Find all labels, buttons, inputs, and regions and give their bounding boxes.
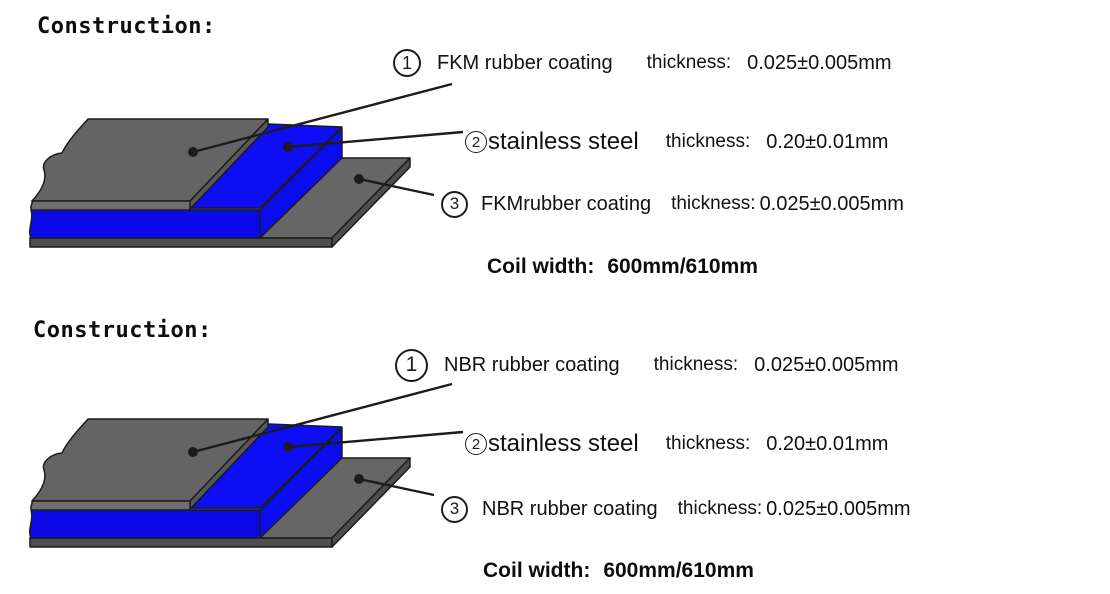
construction-title: Construction: (37, 14, 216, 39)
circled-number-2: 2 (465, 433, 487, 455)
layer-label-top-coating: 1 FKM rubber coating thickness: 0.025±0.… (393, 49, 892, 77)
coil-width-label: Coil width: (483, 559, 591, 582)
layer-name: NBR rubber coating (444, 353, 620, 376)
thickness-value: 0.025±0.005mm (754, 353, 899, 376)
layer-label-top-coating: 1 NBR rubber coating thickness: 0.025±0.… (395, 348, 899, 382)
layer-name: stainless steel (488, 128, 639, 155)
circled-number-3: 3 (441, 190, 468, 218)
thickness-value: 0.025±0.005mm (747, 51, 892, 74)
layer-label-steel: 2 stainless steel thickness: 0.20±0.01mm (465, 128, 888, 156)
thickness-value: 0.025±0.005mm (759, 192, 904, 215)
circled-number-2: 2 (465, 131, 487, 153)
thickness-label: thickness: (677, 498, 763, 519)
diagram-nbr: Construction: 1 NBR rubber coating thick… (0, 302, 1110, 594)
layer-name: NBR rubber coating (482, 497, 658, 520)
thickness-label: thickness: (665, 433, 751, 454)
coil-width-value: 600mm/610mm (607, 255, 758, 278)
thickness-label: thickness: (646, 52, 732, 73)
thickness-label: thickness: (671, 193, 756, 214)
layer-name: FKMrubber coating (481, 192, 652, 215)
circled-number-1: 1 (393, 49, 421, 77)
layer-label-steel: 2 stainless steel thickness: 0.20±0.01mm (465, 430, 888, 458)
thickness-label: thickness: (665, 131, 751, 152)
layer-label-bottom-coating: 3 FKMrubber coating thickness: 0.025±0.0… (441, 190, 904, 218)
coil-width-label: Coil width: (487, 255, 595, 278)
layer-label-bottom-coating: 3 NBR rubber coating thickness: 0.025±0.… (441, 495, 911, 523)
layer-name: FKM rubber coating (437, 51, 613, 74)
coil-width-value: 600mm/610mm (603, 559, 754, 582)
construction-title: Construction: (33, 318, 212, 343)
thickness-value: 0.20±0.01mm (766, 130, 889, 153)
circled-number-3: 3 (441, 495, 468, 523)
circled-number-1: 1 (395, 348, 428, 382)
coil-width-note: Coil width: 600mm/610mm (483, 559, 754, 583)
thickness-label: thickness: (653, 354, 739, 375)
thickness-value: 0.20±0.01mm (766, 432, 889, 455)
coil-width-note: Coil width: 600mm/610mm (487, 255, 758, 279)
diagram-fkm: Construction: 1 FKM rubber coating thick… (37, 14, 904, 279)
layer-name: stainless steel (488, 430, 639, 457)
thickness-value: 0.025±0.005mm (766, 497, 911, 520)
